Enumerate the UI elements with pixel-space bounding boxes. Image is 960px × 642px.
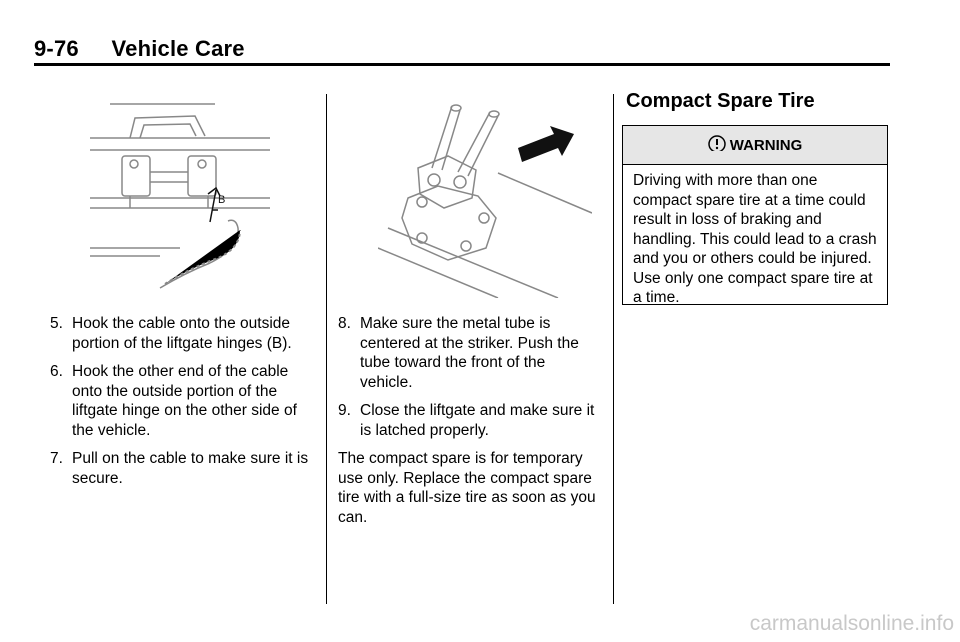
step-text: Hook the cable onto the outside portion … <box>72 315 292 352</box>
step-text: Make sure the metal tube is centered at … <box>360 315 579 391</box>
step-text: Hook the other end of the cable onto the… <box>72 363 297 439</box>
header-rule <box>34 63 890 66</box>
middle-column: 8. Make sure the metal tube is centered … <box>338 314 602 527</box>
section-heading: Compact Spare Tire <box>626 90 815 112</box>
header-title: 9-76 Vehicle Care <box>34 36 890 62</box>
warning-label: WARNING <box>729 136 803 154</box>
step-text: Pull on the cable to make sure it is sec… <box>72 450 309 487</box>
step-number: 7. <box>50 450 63 467</box>
step-5: 5. Hook the cable onto the outside porti… <box>50 314 322 353</box>
warning-box: WARNING Driving with more than one compa… <box>622 125 888 306</box>
push-direction-arrow-icon <box>518 126 574 162</box>
page-number: 9-76 <box>34 36 79 61</box>
step-8: 8. Make sure the metal tube is centered … <box>338 314 602 392</box>
striker-tube-illustration <box>377 98 593 299</box>
warning-triangle-icon <box>707 135 730 155</box>
warning-text: Driving with more than one compact spare… <box>633 172 877 306</box>
step-number: 5. <box>50 315 63 332</box>
step-number: 9. <box>338 402 351 419</box>
warning-header: WARNING <box>623 126 887 165</box>
column-divider-left <box>326 94 327 604</box>
step-number: 6. <box>50 363 63 380</box>
watermark: carmanualsonline.info <box>749 612 954 635</box>
step-6: 6. Hook the other end of the cable onto … <box>50 362 322 440</box>
step-number: 8. <box>338 315 351 332</box>
compact-spare-paragraph: The compact spare is for temporary use o… <box>338 450 596 526</box>
step-7: 7. Pull on the cable to make sure it is … <box>50 449 322 488</box>
page-header: 9-76 Vehicle Care <box>34 36 890 62</box>
step-9: 9. Close the liftgate and make sure it i… <box>338 401 602 440</box>
column-divider-right <box>613 94 614 604</box>
step-text: Close the liftgate and make sure it is l… <box>360 402 595 439</box>
left-column: 5. Hook the cable onto the outside porti… <box>50 314 322 497</box>
liftgate-hinge-illustration: B <box>90 98 280 290</box>
section-title: Vehicle Care <box>111 36 245 61</box>
figure-label-b: B <box>218 194 225 206</box>
